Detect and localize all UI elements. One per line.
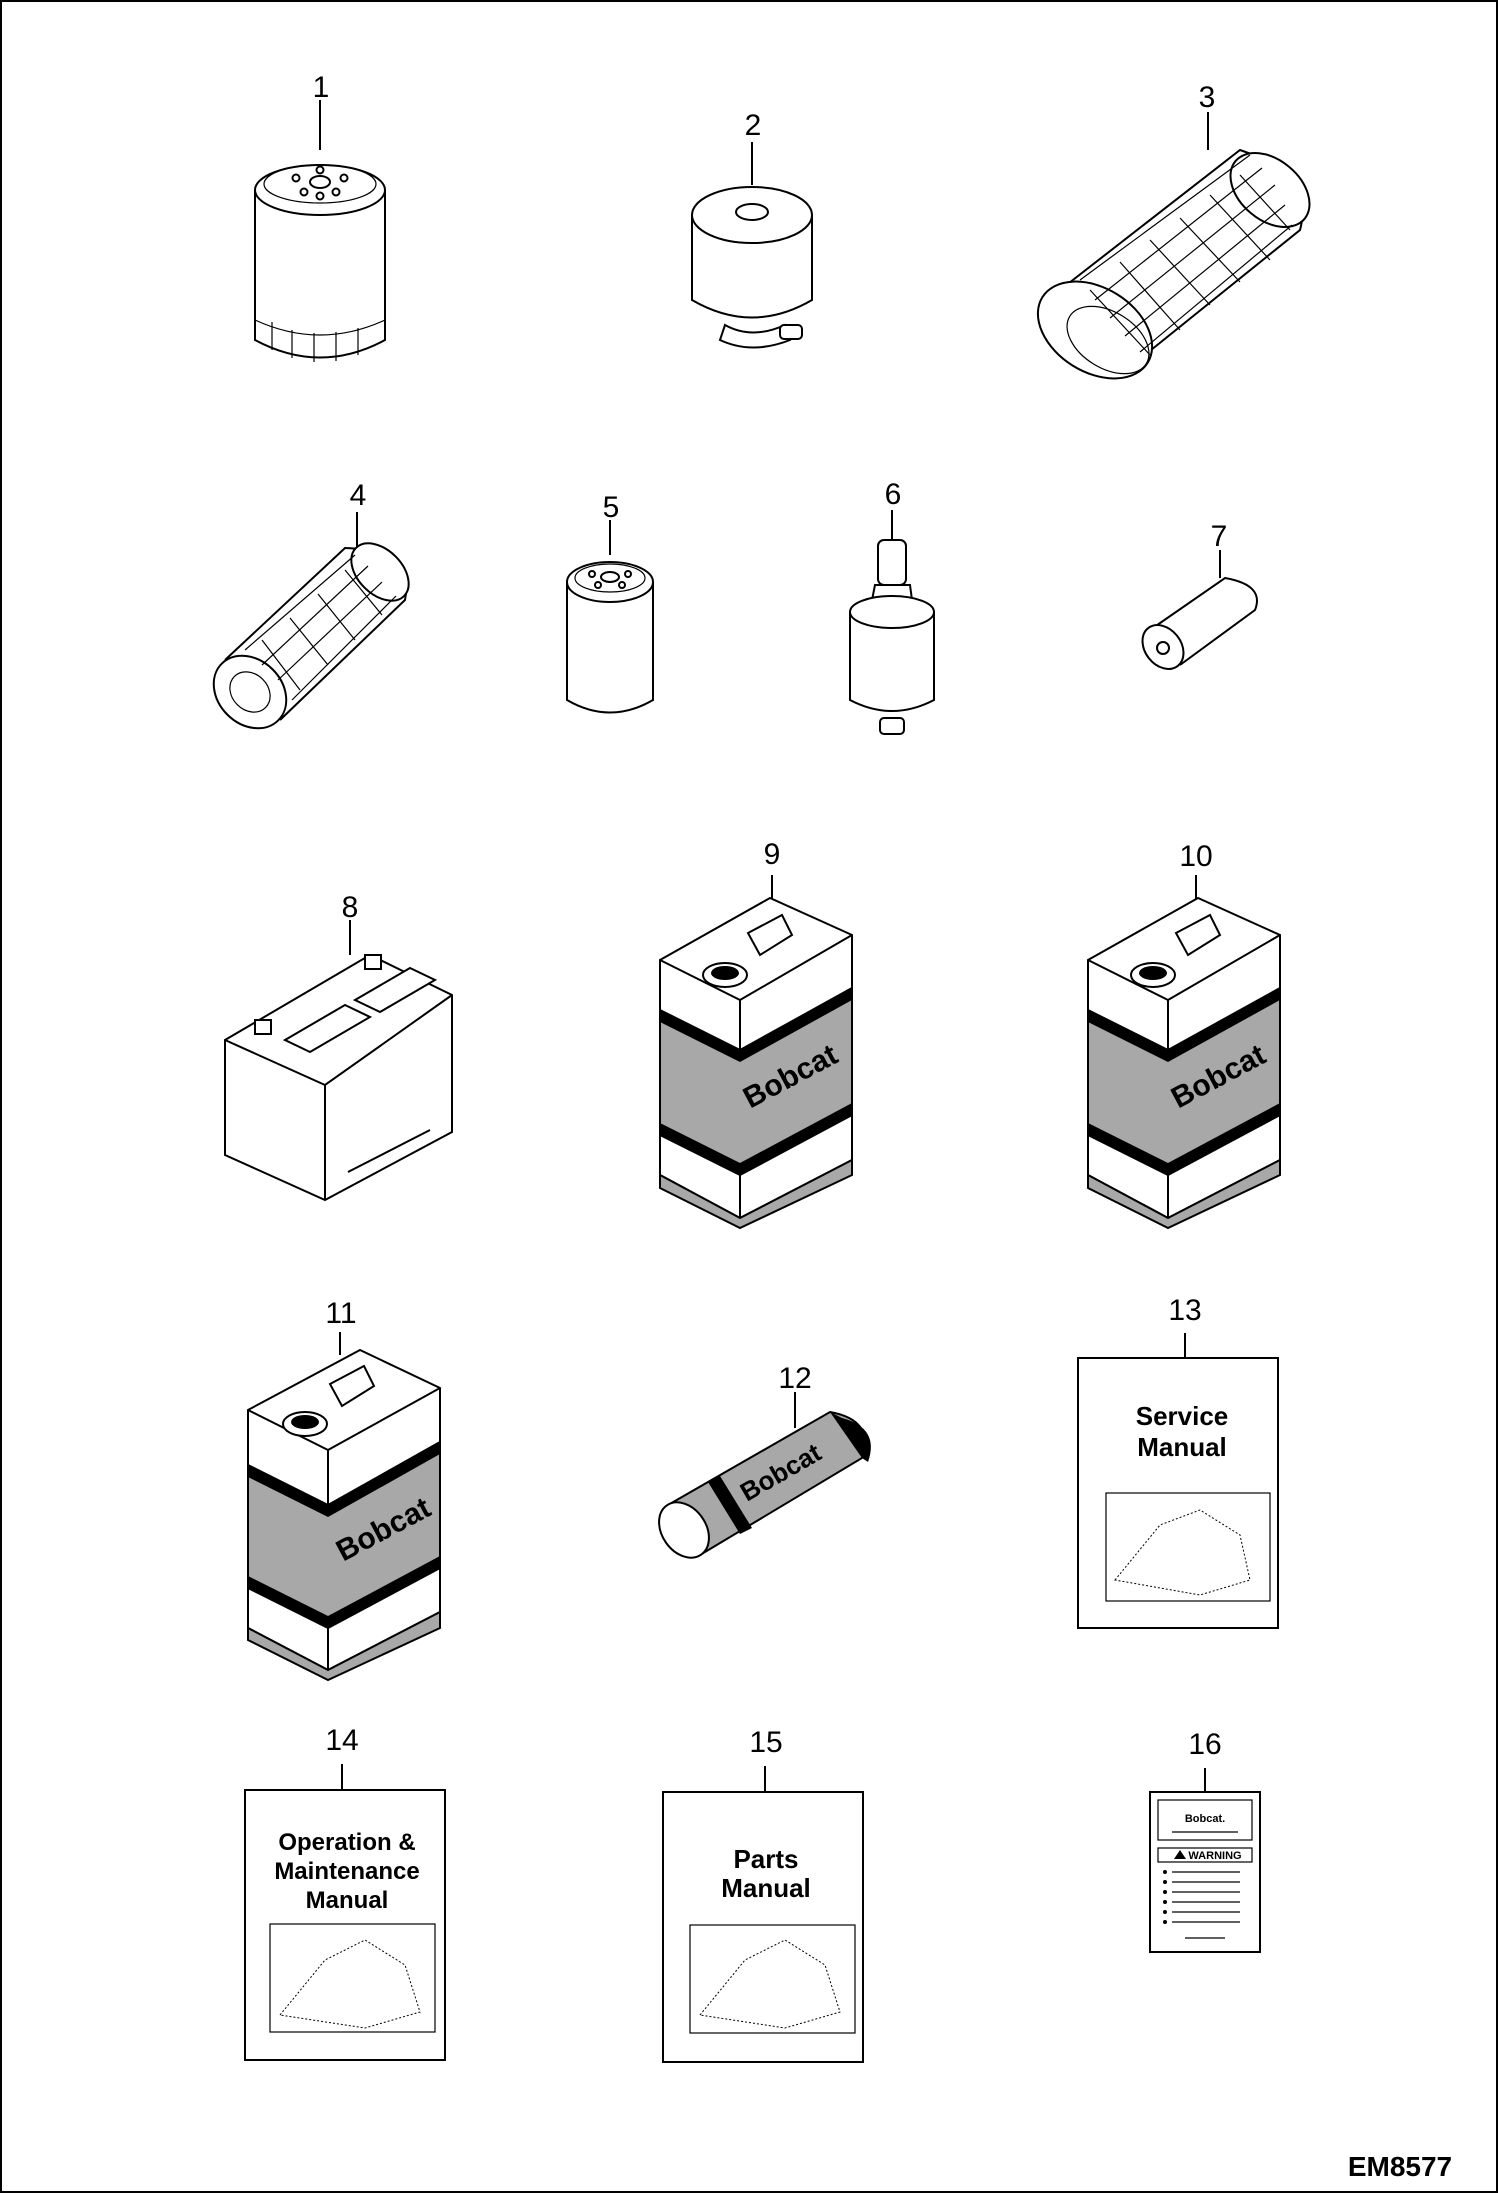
callout-9: 9: [764, 838, 781, 871]
decal-brand: Bobcat.: [1185, 1813, 1225, 1825]
callout-1: 1: [313, 71, 330, 104]
service-manual-title-2: Manual: [1137, 1432, 1227, 1462]
service-manual-title-1: Service: [1136, 1401, 1229, 1431]
callout-4: 4: [350, 479, 367, 512]
callout-15: 15: [749, 1726, 782, 1759]
part-small-inline-filter: [1141, 550, 1258, 670]
part-parts-manual: Parts Manual: [662, 1766, 864, 2063]
part-service-manual: Service Manual: [1077, 1333, 1279, 1629]
callout-10: 10: [1179, 840, 1212, 873]
part-air-filter: [1036, 112, 1311, 380]
figure-id: EM8577: [1348, 2151, 1452, 2182]
part-fuel-filter-element: [691, 142, 813, 349]
part-inline-fuel-filter: [849, 510, 935, 735]
decal-warning: WARNING: [1188, 1850, 1241, 1862]
part-fuel-filter: [566, 520, 654, 714]
part-oil-filter: [254, 100, 386, 362]
callout-3: 3: [1199, 81, 1216, 114]
callout-8: 8: [342, 891, 359, 924]
part-hydraulic-strainer: [212, 512, 410, 730]
part-fluid-can-9: Bobcat: [659, 875, 853, 1230]
parts-manual-title-1: Parts: [733, 1844, 798, 1874]
callout-7: 7: [1211, 520, 1228, 553]
part-grease-cartridge: Bobcat: [658, 1392, 871, 1559]
callout-16: 16: [1188, 1728, 1221, 1761]
om-manual-title-3: Manual: [306, 1887, 389, 1914]
parts-manual-title-2: Manual: [721, 1873, 811, 1903]
part-fluid-can-10: Bobcat: [1087, 875, 1281, 1230]
om-manual-title-1: Operation &: [278, 1829, 415, 1856]
om-manual-title-2: Maintenance: [274, 1858, 419, 1885]
callout-12: 12: [778, 1362, 811, 1395]
callout-6: 6: [885, 478, 902, 511]
part-battery: [224, 920, 453, 1202]
callout-14: 14: [325, 1724, 358, 1757]
callout-2: 2: [745, 109, 762, 142]
part-operation-maintenance-manual: Operation & Maintenance Manual: [244, 1764, 446, 2061]
callout-11: 11: [325, 1297, 356, 1330]
callout-13: 13: [1168, 1294, 1201, 1327]
part-fluid-can-11: Bobcat: [247, 1332, 441, 1682]
callout-labels: 1 2 3 4 5 6 7 8 9 10 11 12 13 14 15 16: [313, 71, 1228, 1761]
callout-5: 5: [603, 491, 620, 524]
part-warning-decal: Bobcat. WARNING: [1149, 1768, 1261, 1953]
